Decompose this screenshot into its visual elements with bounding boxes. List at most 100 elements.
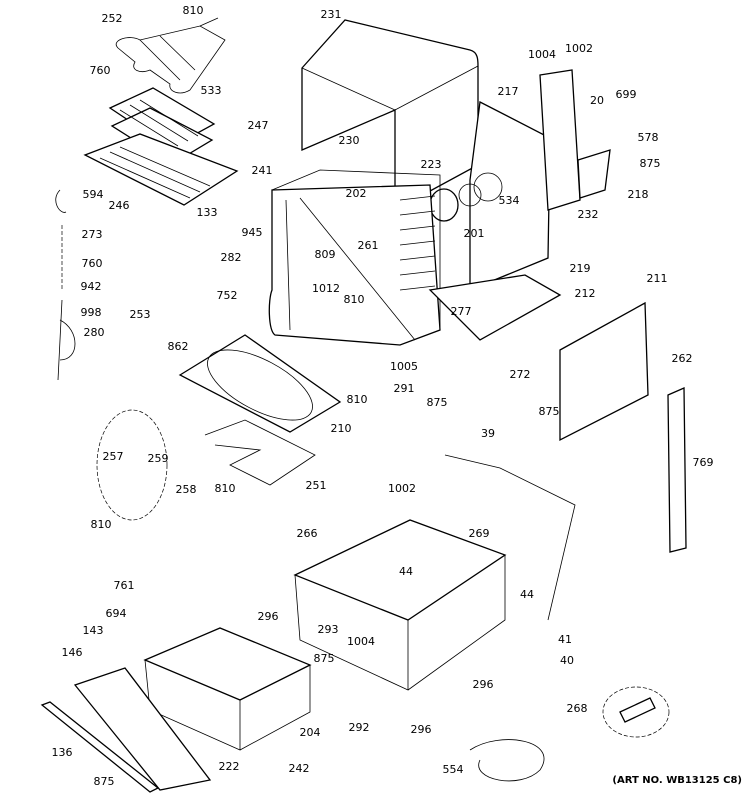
part-label: 210 [330,422,352,436]
part-label: 534 [498,194,520,208]
part-label: 291 [393,382,415,396]
part-label: 242 [288,762,310,776]
broil-element [115,17,226,94]
part-label: 241 [251,164,273,178]
art-number: (ART NO. WB13125 C8) [612,775,742,786]
part-label: 246 [108,199,130,213]
part-label: 875 [538,405,560,419]
part-label: 810 [214,482,236,496]
part-label: 942 [80,280,102,294]
part-label: 273 [81,228,103,242]
part-label: 253 [129,308,151,322]
side-trim [667,387,687,553]
drawer-handle [40,701,160,793]
part-label: 231 [320,8,342,22]
part-label: 230 [338,134,360,148]
part-label: 201 [463,227,485,241]
terminal-block-detail [602,686,670,738]
part-label: 280 [83,326,105,340]
drawer [143,627,312,751]
part-label: 945 [241,226,263,240]
part-label: 292 [348,721,370,735]
part-label: 211 [646,272,668,286]
part-label: 296 [257,610,279,624]
part-label: 261 [357,239,379,253]
part-label: 810 [182,4,204,18]
part-label: 262 [671,352,693,366]
part-label: 44 [520,588,534,602]
part-label: 752 [216,289,238,303]
oven-bottom-cover [178,334,342,433]
part-label: 272 [509,368,531,382]
part-label: 875 [426,396,448,410]
part-label: 554 [442,763,464,777]
part-label: 20 [590,94,604,108]
part-label: 257 [102,450,124,464]
part-label: 146 [61,646,83,660]
part-label: 39 [481,427,495,441]
drawer-front-panel [73,667,212,791]
bottom-panel [428,274,562,341]
part-label: 760 [89,64,111,78]
part-label: 41 [558,633,572,647]
part-label: 269 [468,527,490,541]
part-label: 218 [627,188,649,202]
outer-cover [301,19,479,212]
part-label: 212 [574,287,596,301]
part-label: 136 [51,746,73,760]
part-label: 769 [692,456,714,470]
part-label: 296 [410,723,432,737]
part-label: 296 [472,678,494,692]
part-label: 247 [247,119,269,133]
part-label: 232 [577,208,599,222]
surface-unit-detail [96,409,168,521]
oven-cavity [268,169,441,346]
part-label: 252 [101,12,123,26]
part-label: 810 [343,293,365,307]
part-label: 875 [93,775,115,789]
part-label: 277 [450,305,472,319]
part-label: 217 [497,85,519,99]
gas-tube [444,454,576,621]
drawer-frame [293,519,507,691]
part-label: 204 [299,726,321,740]
part-label: 223 [420,158,442,172]
part-label: 268 [566,702,588,716]
part-label: 810 [90,518,112,532]
part-label: 40 [560,654,574,668]
part-label: 1004 [347,635,375,649]
power-cord [469,739,545,782]
part-label: 594 [82,188,104,202]
part-label: 578 [637,131,659,145]
part-label: 862 [167,340,189,354]
part-label: 219 [569,262,591,276]
part-label: 760 [81,257,103,271]
part-label: 44 [399,565,413,579]
part-label: 875 [639,157,661,171]
part-label: 1012 [312,282,340,296]
bracket-assembly [539,69,611,211]
part-label: 533 [200,84,222,98]
part-label: 1002 [565,42,593,56]
temperature-sensor [55,189,76,381]
part-label: 251 [305,479,327,493]
part-label: 810 [346,393,368,407]
part-label: 266 [296,527,318,541]
part-label: 143 [82,624,104,638]
part-label: 282 [220,251,242,265]
part-label: 1004 [528,48,556,62]
part-label: 133 [196,206,218,220]
part-label: 1002 [388,482,416,496]
part-label: 202 [345,187,367,201]
part-label: 293 [317,623,339,637]
part-label: 809 [314,248,336,262]
part-label: 998 [80,306,102,320]
part-label: 259 [147,452,169,466]
oven-racks [83,87,239,206]
part-label: 699 [615,88,637,102]
part-label: 875 [313,652,335,666]
part-label: 761 [113,579,135,593]
part-label: 222 [218,760,240,774]
